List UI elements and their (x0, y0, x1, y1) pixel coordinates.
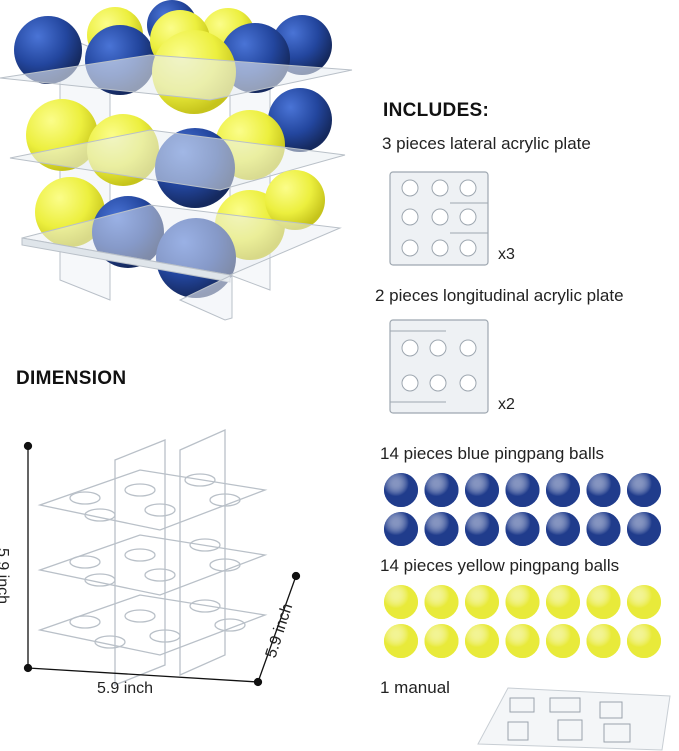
blue-ball-shading (627, 512, 661, 546)
yellow-ball-shading (505, 585, 540, 619)
includes-item-manual: 1 manual (380, 678, 450, 697)
blue-ball-shading (384, 473, 418, 507)
yellow-ball-shading (546, 585, 580, 619)
lateral-plate-multiplier: x3 (498, 246, 515, 263)
blue-ball-shading (424, 512, 459, 546)
blue-ball-shading (465, 512, 499, 546)
lateral-plate-image (389, 171, 489, 266)
yellow-ball-shading (627, 624, 661, 658)
includes-item-lateral-plate: 3 pieces lateral acrylic plate (382, 134, 591, 153)
yellow-ball-shading (465, 624, 499, 658)
longitudinal-plate-image (389, 319, 489, 414)
dimension-diagram (23, 428, 301, 687)
includes-heading: INCLUDES: (383, 100, 490, 121)
yellow-balls-image (384, 585, 661, 658)
includes-item-longitudinal-plate: 2 pieces longitudinal acrylic plate (375, 286, 624, 305)
yellow-ball-shading (384, 585, 418, 619)
includes-item-blue-balls: 14 pieces blue pingpang balls (380, 444, 605, 463)
blue-ball-shading (505, 473, 540, 507)
dimension-width-label: 5.9 inch (97, 680, 154, 697)
product-photo (0, 0, 353, 321)
blue-ball-shading (627, 473, 661, 507)
longitudinal-plate-multiplier: x2 (498, 396, 515, 413)
yellow-ball-shading (424, 585, 459, 619)
manual-image (477, 687, 671, 751)
includes-item-yellow-balls: 14 pieces yellow pingpang balls (380, 556, 620, 575)
blue-ball-shading (586, 473, 621, 507)
dimension-heading: DIMENSION (16, 368, 127, 389)
blue-ball-shading (505, 512, 540, 546)
blue-ball-shading (546, 512, 580, 546)
blue-ball-shading (424, 473, 459, 507)
blue-ball-shading (384, 512, 418, 546)
yellow-ball-shading (627, 585, 661, 619)
blue-ball-shading (586, 512, 621, 546)
yellow-ball-shading (586, 624, 621, 658)
blue-balls-image (384, 473, 661, 546)
yellow-ball-shading (546, 624, 580, 658)
yellow-ball-shading (424, 624, 459, 658)
blue-ball-shading (465, 473, 499, 507)
dimension-height-label: 5.9 inch (0, 547, 12, 605)
yellow-ball-shading (586, 585, 621, 619)
yellow-ball-shading (384, 624, 418, 658)
blue-ball-shading (546, 473, 580, 507)
yellow-ball-shading (465, 585, 499, 619)
yellow-ball-shading (505, 624, 540, 658)
